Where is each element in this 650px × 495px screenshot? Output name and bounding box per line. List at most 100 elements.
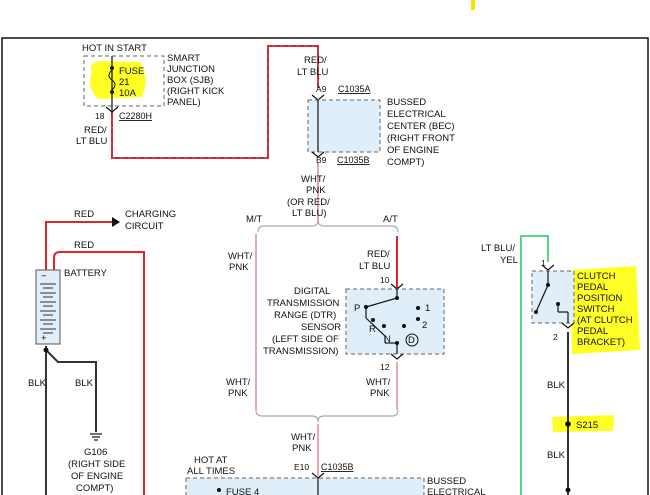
- sjb-desc-4: (RIGHT KICK: [167, 86, 225, 97]
- sjb-connector: C2280H: [119, 111, 152, 121]
- charging-and-battery: RED CHARGING CIRCUIT RED − + BATTERY BLK…: [28, 209, 176, 494]
- clutch-chevron-in: [541, 264, 555, 271]
- dtr-desc-4: SENSOR: [301, 322, 341, 333]
- wire-label-dtr-out-2: PNK: [370, 388, 390, 399]
- dtr-desc-6: TRANSMISSION): [263, 346, 338, 357]
- bracket-merge: [255, 409, 399, 423]
- dtr-sensor: RED/ LT BLU 10 P R N D 1 2 12 DIGITAL T: [263, 249, 445, 399]
- wire-label-switch-out: BLK: [547, 380, 566, 391]
- wire-label-bec-out-4: LT BLU): [292, 208, 327, 219]
- dtr-contacts: [364, 296, 420, 345]
- sjb-fuse-line-3: 10A: [119, 88, 137, 99]
- wire-label-dtr-out-1: WHT/: [366, 377, 391, 388]
- wire-green: [520, 235, 549, 495]
- bec-bottom-box: [185, 477, 425, 495]
- wire-charging-red: [45, 221, 112, 270]
- dtr-pin-out: 12: [380, 362, 390, 372]
- dtr-pos-d: D: [408, 335, 415, 346]
- wire-label-mt-lower-2: PNK: [228, 388, 248, 399]
- clutch-contact-c: [556, 302, 560, 306]
- label-mt: M/T: [246, 214, 263, 225]
- wire-label-charging-red: RED: [74, 209, 94, 220]
- battery-minus: −: [41, 271, 47, 282]
- splice-dot: [565, 421, 571, 427]
- wire-label-switch-in-2: YEL: [500, 255, 518, 266]
- sjb-fuse-symbol: [108, 69, 116, 91]
- g106-label-3: OF ENGINE: [71, 471, 123, 482]
- wires: [45, 45, 569, 495]
- bec-bottom-pin: B9: [316, 155, 327, 165]
- battery-box: [35, 269, 61, 345]
- sjb-desc-1: SMART: [167, 53, 200, 64]
- bracket-mt-at: [257, 219, 399, 233]
- bec-desc-1: BUSSED: [387, 97, 426, 108]
- wire-label-bec-out-1: WHT/: [301, 174, 326, 185]
- clutch-pin-top: 1: [541, 258, 546, 268]
- wire-label-merge-2: PNK: [292, 443, 312, 454]
- bussed-electrical-center-bottom: WHT/ PNK HOT AT ALL TIMES E10 C1035B FUS…: [185, 432, 486, 495]
- wire-label-dtr-in-2: LT BLU: [359, 261, 390, 272]
- dtr-pos-r: R: [369, 324, 376, 335]
- sjb-desc-3: BOX (SJB): [167, 75, 213, 86]
- clutch-pedal-switch: LT BLU/ YEL 1 2 CLUTCH PEDAL POSITION SW…: [481, 243, 633, 493]
- clutch-switch-icon: [535, 271, 569, 323]
- dtr-pos-2: 2: [422, 320, 427, 331]
- wire-label-blk-right: BLK: [75, 378, 94, 389]
- bec-bottom-pin-e10: E10: [294, 462, 309, 472]
- bec-desc-3: CENTER (BEC): [387, 121, 455, 132]
- battery-label: BATTERY: [64, 268, 108, 279]
- wire-label-merge-1: WHT/: [291, 432, 316, 443]
- sjb-fuse-line-1: FUSE: [119, 66, 144, 77]
- bec-bottom-desc-1: BUSSED: [427, 476, 466, 487]
- clutch-desc-2: PEDAL: [577, 282, 608, 293]
- sjb-fuse-dot-bottom: [110, 90, 114, 94]
- sjb-fuse-dot-top: [110, 66, 114, 70]
- bec-bottom-header-2: ALL TIMES: [187, 466, 235, 477]
- highlight-mark-top: [471, 0, 475, 10]
- clutch-desc-5: (AT CLUTCH: [577, 315, 633, 326]
- transmission-branch-labels: M/T A/T WHT/ PNK WHT/ PNK: [226, 214, 398, 399]
- wire-label-sjb-2: LT BLU: [76, 136, 107, 147]
- smart-junction-box: HOT IN START FUSE 21 10A SMART JUNCTION …: [76, 43, 225, 147]
- clutch-pin-bottom: 2: [553, 332, 558, 342]
- g106-label-2: (RIGHT SIDE: [68, 459, 125, 470]
- bec-bottom-connector: C1035B: [337, 155, 370, 165]
- sjb-header: HOT IN START: [82, 43, 147, 54]
- charging-arrow-icon: [112, 217, 120, 227]
- dtr-desc-3: RANGE (DTR): [274, 310, 336, 321]
- wire-label-battery-red: RED: [74, 240, 94, 251]
- sjb-connector-chevron: [105, 106, 119, 113]
- dtr-pos-1: 1: [425, 303, 430, 314]
- dtr-pos-n: N: [384, 334, 391, 345]
- wire-ground-black: [45, 349, 97, 432]
- bec-top-box: [307, 99, 381, 153]
- clutch-box: [531, 270, 575, 324]
- bec-top-chevron-a: [311, 94, 325, 101]
- splice-dot-lower: [565, 487, 571, 493]
- bec-desc-6: COMPT): [387, 157, 424, 168]
- bec-top-chevron-b: [311, 151, 325, 158]
- clutch-desc-6: PEDAL: [577, 326, 608, 337]
- clutch-contact-b: [534, 310, 538, 314]
- bec-top-pin: A9: [316, 84, 327, 94]
- clutch-desc-1: CLUTCH: [577, 271, 616, 282]
- charging-label-2: CIRCUIT: [125, 221, 164, 232]
- battery-junction-dot: [43, 347, 49, 353]
- dtr-pos-d-ring: [405, 333, 419, 347]
- wire-label-mt-2: PNK: [229, 262, 249, 273]
- dtr-desc-1: DIGITAL: [294, 286, 330, 297]
- wire-label-blk-left: BLK: [28, 378, 47, 389]
- bec-bottom-desc-2: ELECTRICAL: [427, 487, 486, 495]
- wire-label-mt-1: WHT/: [228, 251, 253, 262]
- wire-label-bec-in-2: LT BLU: [297, 67, 328, 78]
- bec-bottom-fuse: FUSE 4: [226, 487, 259, 495]
- wire-label-bec-out-3: (OR RED/: [287, 197, 330, 208]
- battery-cells-icon: [40, 283, 56, 334]
- clutch-desc-4: SWITCH: [577, 304, 615, 315]
- bec-bottom-header-1: HOT AT: [194, 455, 228, 466]
- dtr-pin-in: 10: [380, 275, 390, 285]
- bec-desc-2: ELECTRICAL: [387, 109, 446, 120]
- sjb-fuse-line-2: 21: [119, 77, 130, 88]
- bec-bottom-connector-c: C1035B: [321, 462, 354, 472]
